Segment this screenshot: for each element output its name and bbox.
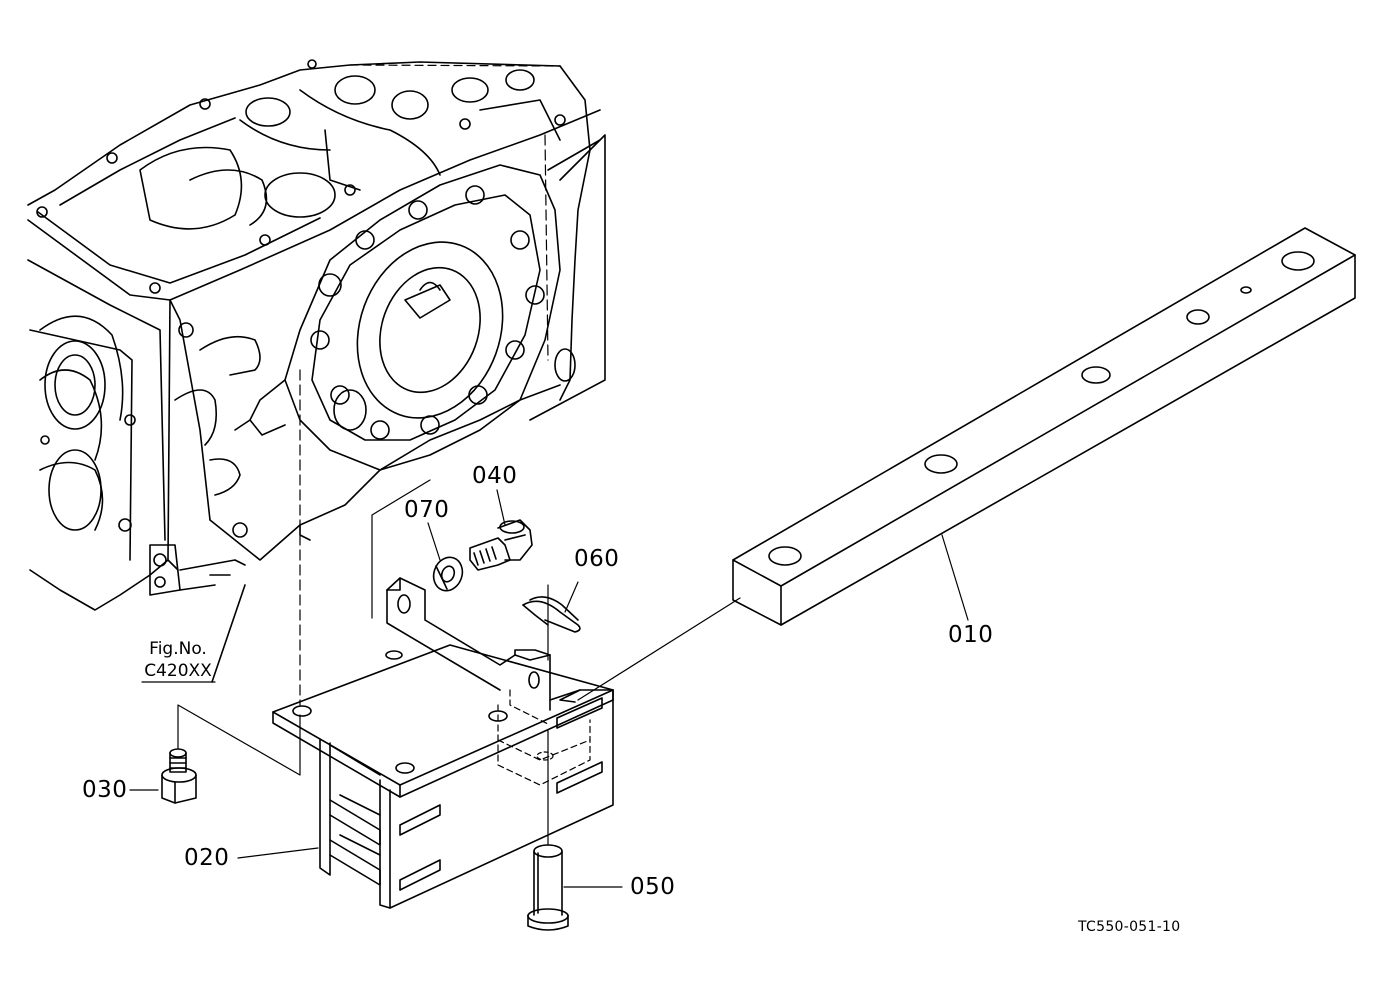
pin-050 xyxy=(527,844,569,931)
callout-040: 040 xyxy=(472,463,518,489)
bolt-040 xyxy=(469,519,533,571)
drawbar-projection xyxy=(577,597,741,701)
bolt-030 xyxy=(161,748,197,804)
drawbar xyxy=(732,227,1356,626)
rear-flange xyxy=(234,134,606,471)
callout-010: 010 xyxy=(948,622,994,648)
callout-050: 050 xyxy=(630,874,676,900)
fig-ref-leader xyxy=(211,584,246,683)
drawing-code: TC550-051-10 xyxy=(1078,919,1181,935)
callout-020: 020 xyxy=(184,845,230,871)
figure-reference: Fig.No. C420XX xyxy=(140,638,216,682)
leader-060 xyxy=(564,581,579,613)
callout-060: 060 xyxy=(574,546,620,572)
leader-020 xyxy=(237,847,319,859)
figure-reference-number: C420XX xyxy=(144,661,212,681)
assembly-line-flange xyxy=(371,479,431,619)
assembly-line-030 xyxy=(177,704,301,776)
leader-070 xyxy=(427,522,441,561)
washer-070 xyxy=(432,556,464,592)
transmission-case xyxy=(27,59,601,706)
hitch-pin-clip-060 xyxy=(522,596,581,633)
leader-040 xyxy=(496,489,506,526)
figure-reference-label: Fig.No. xyxy=(149,639,207,659)
callout-030: 030 xyxy=(82,777,128,803)
drawbar-bracket xyxy=(272,577,614,909)
callout-070: 070 xyxy=(404,497,450,523)
leader-010 xyxy=(941,534,969,621)
